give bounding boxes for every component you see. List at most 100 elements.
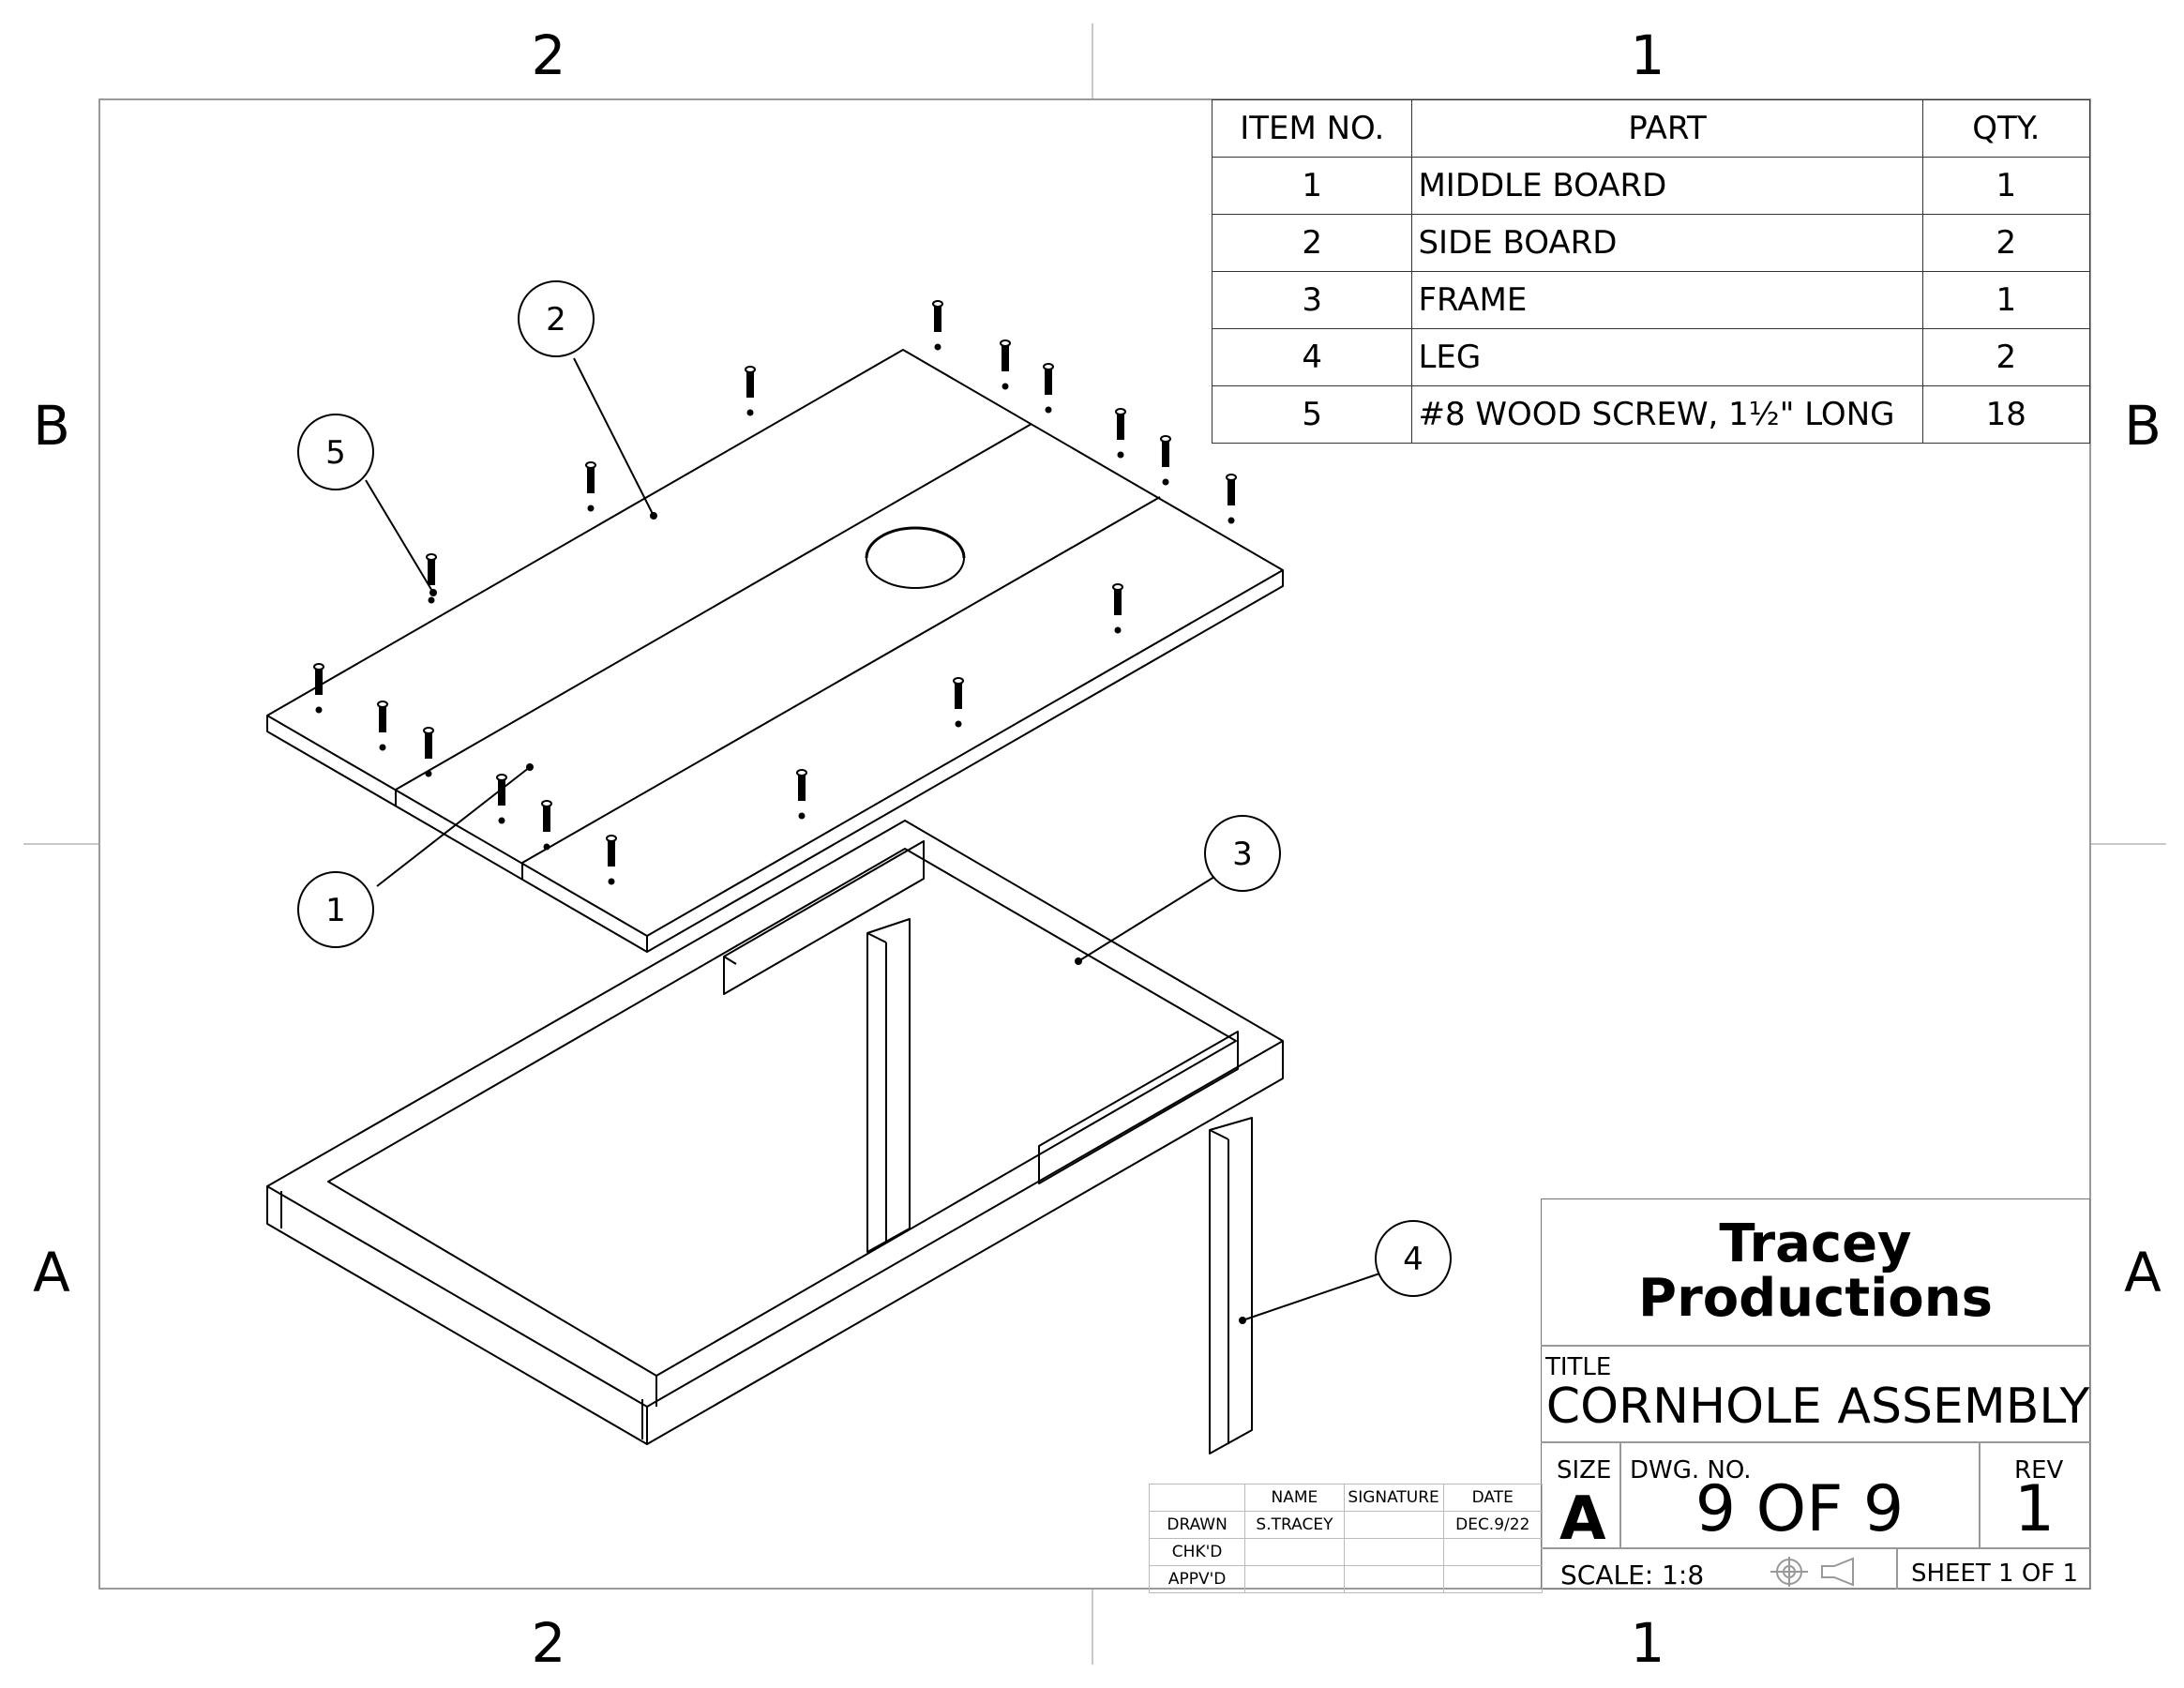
balloon-label-2: 2 — [546, 301, 566, 339]
balloon-label-3: 3 — [1232, 836, 1253, 873]
screw-icon — [606, 835, 617, 885]
frame-assembly — [266, 820, 1284, 1454]
approvals-cell: APPV'D — [1148, 1565, 1246, 1593]
screw-icon — [932, 300, 943, 351]
bom-qty: 1 — [1921, 157, 2091, 215]
bom-row: 2 SIDE BOARD 2 — [1211, 214, 2091, 272]
approvals-cell — [1343, 1538, 1444, 1566]
screw-icon — [1160, 435, 1171, 486]
bom-part: MIDDLE BOARD — [1411, 157, 1923, 215]
bill-of-materials-table: ITEM NO. PART QTY. 1 MIDDLE BOARD 1 2 SI… — [1211, 99, 2091, 444]
title-label: TITLE — [1545, 1353, 1612, 1381]
size-label: SIZE — [1557, 1456, 1612, 1485]
screw-icon — [423, 727, 434, 777]
balloon-label-1: 1 — [325, 892, 346, 929]
approvals-header: DATE — [1442, 1484, 1544, 1512]
company-line-2: Productions — [1638, 1268, 1993, 1329]
bom-row: 1 MIDDLE BOARD 1 — [1211, 157, 2091, 215]
zone-label-left-A: A — [33, 1241, 70, 1304]
approvals-header: SIGNATURE — [1343, 1484, 1444, 1512]
approvals-cell — [1244, 1538, 1345, 1566]
approvals-cell: CHK'D — [1148, 1538, 1246, 1566]
screw-icon — [1043, 363, 1054, 414]
drawing-number: 9 OF 9 — [1694, 1472, 1905, 1546]
bom-header-item: ITEM NO. — [1211, 99, 1413, 158]
approvals-cell — [1442, 1538, 1544, 1566]
bom-qty: 2 — [1921, 214, 2091, 272]
bom-item-no: 3 — [1211, 271, 1413, 329]
bom-part: LEG — [1411, 328, 1923, 386]
bom-item-no: 2 — [1211, 214, 1413, 272]
bom-item-no: 1 — [1211, 157, 1413, 215]
screw-icon — [1115, 408, 1126, 459]
screw-icon — [796, 769, 807, 820]
approvals-cell — [1244, 1565, 1345, 1593]
bom-qty: 2 — [1921, 328, 2091, 386]
bom-part: SIDE BOARD — [1411, 214, 1923, 272]
approvals-row: CHK'D — [1148, 1538, 1544, 1566]
screw-icon — [1000, 339, 1011, 390]
zone-label-top-1: 1 — [1630, 23, 1665, 87]
top-board-assembly — [266, 349, 1284, 953]
zone-label-bottom-2: 2 — [531, 1611, 566, 1675]
balloon-2 — [518, 280, 595, 357]
bom-header-qty: QTY. — [1921, 99, 2091, 158]
approvals-row: APPV'D — [1148, 1565, 1544, 1593]
approvals-header: NAME — [1244, 1484, 1345, 1512]
bom-part: #8 WOOD SCREW, 1½" LONG — [1411, 385, 1923, 444]
company-name: Tracey Productions — [1541, 1217, 2090, 1326]
bom-header-row: ITEM NO. PART QTY. — [1211, 99, 2091, 158]
bom-qty: 1 — [1921, 271, 2091, 329]
zone-label-bottom-1: 1 — [1630, 1611, 1665, 1675]
leader-dot-5 — [429, 589, 437, 596]
leader-dot-3 — [1075, 957, 1082, 965]
screw-icon — [496, 774, 507, 824]
approvals-cell — [1343, 1565, 1444, 1593]
screw-icon — [426, 553, 437, 604]
approvals-header-row: NAME SIGNATURE DATE — [1148, 1484, 1544, 1512]
zone-label-left-B: B — [33, 394, 70, 458]
sheet-size: A — [1559, 1485, 1606, 1554]
bom-item-no: 5 — [1211, 385, 1413, 444]
balloon-4 — [1375, 1220, 1452, 1297]
leader-dot-2 — [650, 512, 657, 520]
bom-item-no: 4 — [1211, 328, 1413, 386]
screw-icon — [541, 800, 552, 851]
sheet-number: SHEET 1 OF 1 — [1910, 1560, 2079, 1588]
bom-part: FRAME — [1411, 271, 1923, 329]
screw-icon — [1226, 474, 1237, 524]
screw-icon — [585, 461, 596, 512]
approvals-cell — [1442, 1565, 1544, 1593]
balloon-5 — [297, 414, 374, 490]
third-angle-projection-icon — [1770, 1557, 1854, 1587]
rev-label: REV — [2014, 1456, 2064, 1485]
screw-icon — [377, 701, 388, 751]
approvals-table: NAME SIGNATURE DATE DRAWN S.TRACEY DEC.9… — [1148, 1484, 1544, 1593]
approvals-cell: S.TRACEY — [1244, 1511, 1345, 1539]
leader-dot-4 — [1239, 1317, 1246, 1324]
leader-dot-1 — [526, 763, 534, 771]
zone-label-top-2: 2 — [531, 23, 566, 87]
title-block — [1541, 1198, 2090, 1590]
bom-row: 5 #8 WOOD SCREW, 1½" LONG 18 — [1211, 385, 2091, 444]
bom-row: 3 FRAME 1 — [1211, 271, 2091, 329]
scale: SCALE: 1:8 — [1560, 1560, 1705, 1590]
screw-icon — [745, 366, 756, 416]
bom-row: 4 LEG 2 — [1211, 328, 2091, 386]
approvals-cell: DEC.9/22 — [1442, 1511, 1544, 1539]
sheet-border — [98, 98, 2091, 1590]
approvals-cell — [1343, 1511, 1444, 1539]
screw-icon — [313, 663, 324, 714]
zone-label-right-A: A — [2124, 1241, 2161, 1304]
balloon-3 — [1204, 815, 1281, 892]
balloon-label-5: 5 — [325, 434, 346, 472]
screw-icon — [1112, 583, 1123, 634]
company-line-1: Tracey — [1719, 1213, 1912, 1274]
zone-label-right-B: B — [2124, 394, 2161, 458]
revision: 1 — [2013, 1472, 2056, 1546]
dwg-no-label: DWG. NO. — [1630, 1456, 1752, 1485]
bom-qty: 18 — [1921, 385, 2091, 444]
approvals-header — [1148, 1484, 1246, 1512]
bom-header-part: PART — [1411, 99, 1923, 158]
